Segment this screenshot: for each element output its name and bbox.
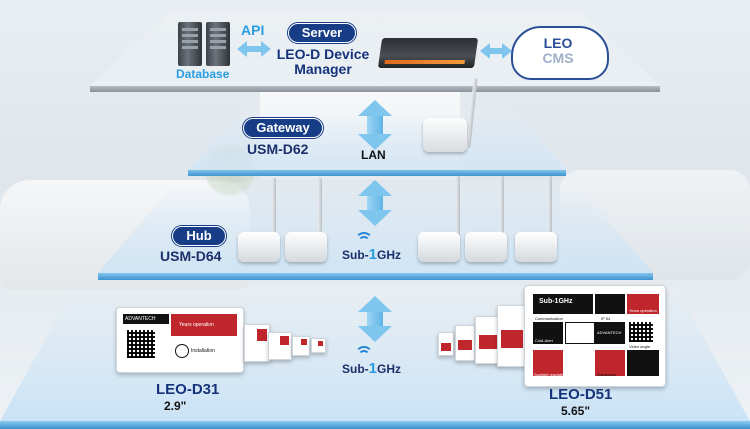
cell-8-text: Sunlight readable: [534, 372, 566, 377]
small-label-device: [311, 338, 326, 353]
cell-2-text: IP 54: [601, 316, 611, 321]
small-label-device: [244, 324, 270, 362]
right-device-size: 5.65": [561, 404, 591, 418]
lan-label: LAN: [361, 148, 386, 162]
red-panel: [171, 314, 237, 336]
hub-model: USM-D64: [160, 248, 222, 264]
device-radio-digit: 1: [368, 360, 378, 377]
device-radio-prefix: Sub-: [342, 362, 369, 376]
hub-device-icon: [465, 232, 507, 262]
cell-4: [533, 322, 563, 344]
gateway-badge: Gateway: [243, 118, 323, 138]
database-label: Database: [176, 67, 230, 81]
server-name-line2: Manager: [294, 61, 352, 77]
database-server-icon: [178, 22, 202, 66]
server-name: LEO-D Device Manager: [268, 47, 378, 77]
cell-9: [565, 350, 595, 376]
api-label: API: [241, 22, 265, 38]
device-radio-label: Sub-1GHz: [342, 360, 401, 377]
cms-arrow: [480, 43, 512, 59]
api-arrow: [237, 41, 271, 57]
hub-antenna-icon: [548, 176, 552, 238]
device-radio-suffix: GHz: [377, 362, 402, 376]
hub-badge: Hub: [172, 226, 226, 246]
hub-radio-suffix: GHz: [377, 248, 402, 262]
left-device-size: 2.9": [164, 399, 187, 413]
hub-radio-prefix: Sub-: [342, 248, 369, 262]
cell-10: [595, 350, 625, 376]
server-appliance-icon: [377, 38, 479, 68]
qr-code-icon: [127, 330, 155, 358]
cell-3: [627, 294, 659, 314]
cell-4-text: Cold-Alert: [535, 338, 553, 343]
hub-device-icon: [515, 232, 557, 262]
cell-6: [595, 322, 625, 344]
small-label-device: [292, 336, 310, 356]
cell-5: [565, 322, 595, 344]
device-vertical-arrow: [358, 296, 392, 342]
database-server-icon: [206, 22, 230, 66]
cell-10-text: Installation: [597, 372, 617, 377]
wifi-icon: [355, 232, 373, 246]
brand-bar: [123, 314, 169, 324]
small-label-device: [438, 332, 454, 356]
cell-1-text: Communication: [535, 316, 563, 321]
cell-2: [595, 294, 625, 314]
brand-text: ADVANTECH: [125, 316, 156, 322]
clock-icon: [175, 344, 189, 358]
gateway-device-icon: [423, 118, 467, 152]
hub-radio-label: Sub-1GHz: [342, 246, 401, 263]
hub-device-icon: [285, 232, 327, 262]
right-device-model: LEO-D51: [549, 386, 613, 403]
tag-line2: Installation: [191, 348, 215, 354]
leo-d31-label-device: ADVANTECH Years operation Installation: [116, 307, 244, 373]
cms-label-line2: CMS: [542, 50, 574, 66]
tag-line1: Years operation: [179, 322, 214, 328]
cell-7-text: Video angle: [629, 344, 651, 349]
gateway-model: USM-D62: [247, 141, 309, 157]
wifi-icon: [355, 346, 373, 360]
cell-6-text: ADVANTECH: [597, 330, 622, 335]
lan-vertical-arrow: [358, 100, 392, 150]
cms-label: LEO CMS: [511, 36, 605, 66]
large-tag-header: Sub-1GHz: [539, 298, 573, 305]
small-label-device: [268, 332, 292, 360]
left-device-model: LEO-D31: [156, 381, 220, 398]
hub-device-icon: [238, 232, 280, 262]
qr-code-icon: [629, 322, 653, 342]
cell-11: [627, 350, 659, 376]
hub-antenna-icon: [500, 176, 504, 238]
leo-d51-label-device: Sub-1GHz Years operation Communication I…: [524, 285, 666, 387]
hub-antenna-icon: [456, 176, 460, 238]
cms-label-line1: LEO: [543, 35, 573, 51]
hub-antenna-icon: [318, 178, 322, 238]
hub-device-icon: [418, 232, 460, 262]
server-name-line1: LEO-D Device: [276, 46, 370, 62]
cell-3-text: Years operation: [629, 308, 657, 313]
cell-8: [533, 350, 563, 376]
cloud-icon: [511, 26, 609, 80]
cell-1: [533, 294, 593, 314]
server-badge: Server: [288, 23, 356, 43]
hub-radio-digit: 1: [368, 246, 378, 263]
hub-antenna-icon: [272, 178, 276, 238]
small-label-device: [455, 325, 475, 361]
hub-vertical-arrow: [358, 180, 392, 226]
